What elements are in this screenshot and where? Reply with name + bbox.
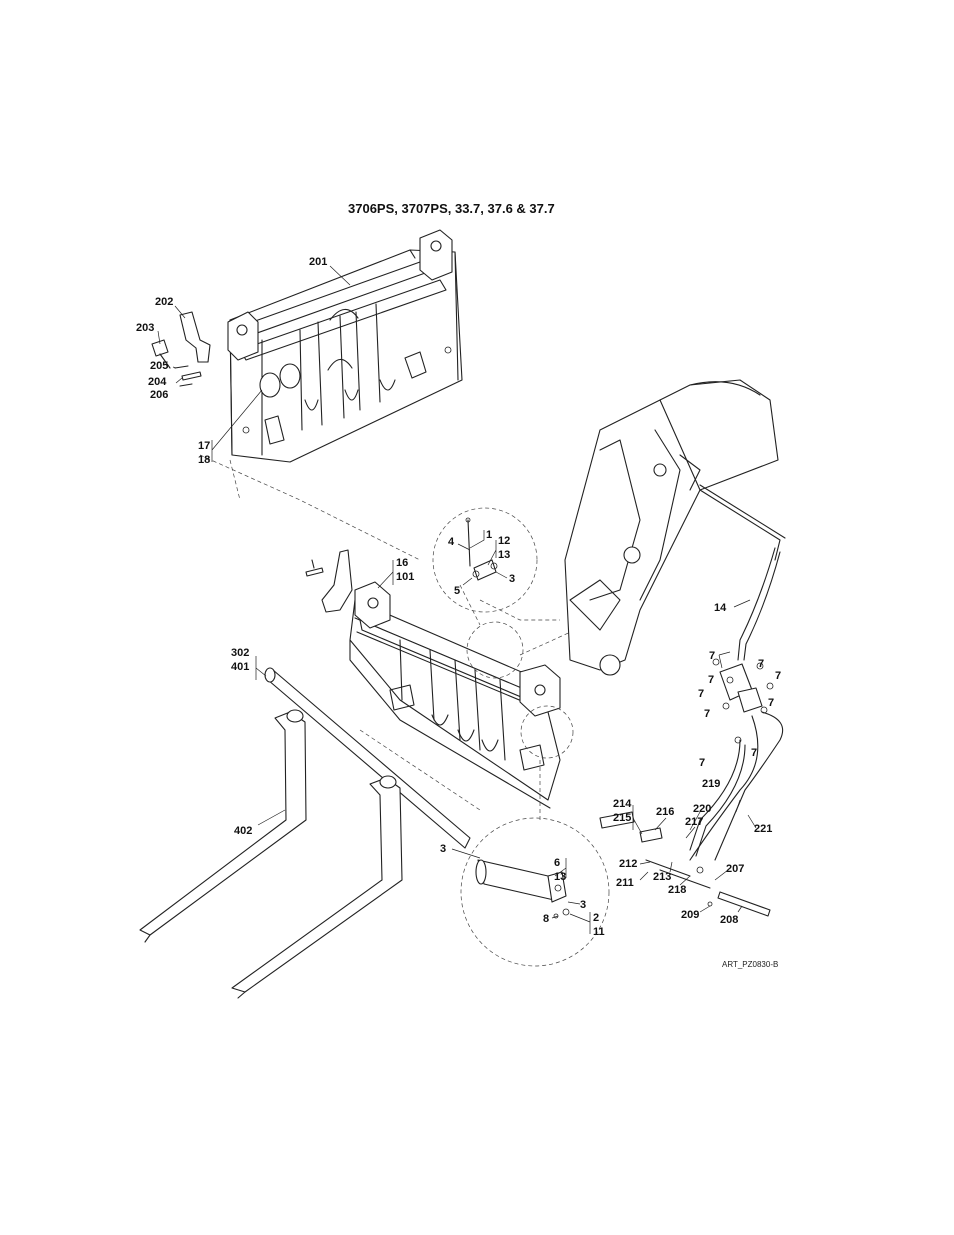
callout-7-a: 7 <box>709 650 715 662</box>
callout-213: 213 <box>653 871 671 883</box>
lower-latch-drawing <box>306 550 352 612</box>
callout-3-upper: 3 <box>509 573 515 585</box>
callout-209: 209 <box>681 909 699 921</box>
callout-7-i: 7 <box>699 757 705 769</box>
callout-221: 221 <box>754 823 772 835</box>
callout-201: 201 <box>309 256 327 268</box>
callout-13-upper: 13 <box>498 549 510 561</box>
callout-2: 2 <box>593 912 599 924</box>
callout-204: 204 <box>148 376 167 388</box>
callout-302: 302 <box>231 647 249 659</box>
callout-220: 220 <box>693 803 711 815</box>
forks-drawing <box>140 668 470 998</box>
detail-circle-upper <box>433 508 537 612</box>
callout-402: 402 <box>234 825 252 837</box>
callout-202: 202 <box>155 296 173 308</box>
callout-7-f: 7 <box>768 697 774 709</box>
upper-carriage-frame-drawing <box>228 230 462 462</box>
callout-211: 211 <box>616 877 634 889</box>
callout-217: 217 <box>685 816 703 828</box>
callout-212: 212 <box>619 858 637 870</box>
upper-detail-pin-drawing <box>466 518 497 580</box>
callout-14: 14 <box>714 602 727 614</box>
callout-12: 12 <box>498 535 510 547</box>
callout-215: 215 <box>613 812 631 824</box>
callout-5: 5 <box>454 585 460 597</box>
callout-401: 401 <box>231 661 249 673</box>
callout-219: 219 <box>702 778 720 790</box>
callout-7-c: 7 <box>775 670 781 682</box>
callout-7-b: 7 <box>758 658 764 670</box>
callout-101: 101 <box>396 571 414 583</box>
diagram-title: 3706PS, 3707PS, 33.7, 37.6 & 37.7 <box>348 201 555 216</box>
callout-7-h: 7 <box>751 747 757 759</box>
callout-208: 208 <box>720 914 738 926</box>
callout-3-lower-right: 3 <box>580 899 586 911</box>
callout-7-e: 7 <box>698 688 704 700</box>
callout-18: 18 <box>198 454 210 466</box>
callout-214: 214 <box>613 798 632 810</box>
callout-218: 218 <box>668 884 686 896</box>
callout-7-d: 7 <box>708 674 714 686</box>
art-reference-code: ART_PZ0830-B <box>722 960 778 969</box>
callout-3-lower-left: 3 <box>440 843 446 855</box>
callout-216: 216 <box>656 806 674 818</box>
callout-8: 8 <box>543 913 549 925</box>
latch-and-hardware-drawing <box>152 312 210 386</box>
callout-207: 207 <box>726 863 744 875</box>
callout-7-g: 7 <box>704 708 710 720</box>
callout-203: 203 <box>136 322 154 334</box>
callout-17: 17 <box>198 440 210 452</box>
callout-16: 16 <box>396 557 408 569</box>
callout-205: 205 <box>150 360 168 372</box>
callout-206: 206 <box>150 389 168 401</box>
callout-4: 4 <box>448 536 455 548</box>
callout-13-lower: 13 <box>554 871 566 883</box>
callout-11: 11 <box>593 926 605 938</box>
callout-1: 1 <box>486 529 492 541</box>
callout-6: 6 <box>554 857 560 869</box>
